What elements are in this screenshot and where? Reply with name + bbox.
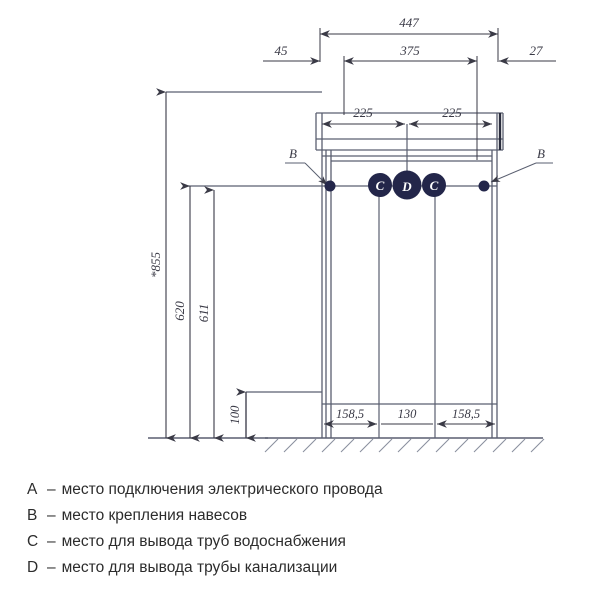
dimension-height-100: 100 [228,388,256,442]
dimension-375-label: 375 [399,43,420,58]
legend-item-a: A – место подключения электрического про… [27,477,587,503]
dimension-center-right: 225 [409,105,492,128]
dimension-611-label: 611 [196,304,211,323]
legend-dash-b: – [47,507,56,524]
legend-dash-d: – [47,559,56,576]
dimension-225-right-label: 225 [442,105,462,120]
legend-item-c: C – место для вывода труб водоснабжения [27,529,587,555]
floor-hatching [148,437,545,453]
callout-b-left: B [285,146,328,186]
marker-c-right-letter: C [430,178,439,193]
dimension-158-5-right-label: 158,5 [452,407,480,421]
legend-item-d: D – место для вывода трубы канализации [27,555,587,581]
dimension-overall-height: *855 [148,88,176,442]
dimension-620-label: 620 [172,301,187,321]
dimension-45-label: 45 [275,43,289,58]
legend-key-b: B [27,507,38,524]
dimension-bottom-right: 158,5 [437,407,495,428]
legend-text-a: место подключения электрического провода [61,481,383,498]
dimension-height-620: 620 [172,182,200,442]
dimension-bottom-left: 158,5 [324,407,377,428]
dimension-130-label: 130 [398,407,418,421]
dimension-225-left-label: 225 [353,105,373,120]
marker-c-right: C [422,173,446,197]
dimension-height-611: 611 [196,186,224,442]
legend-key-c: C [27,533,39,550]
marker-d-center-letter: D [401,179,412,194]
legend-item-b: B – место крепления навесов [27,503,587,529]
dimension-158-5-left-label: 158,5 [336,407,364,421]
marker-c-left-letter: C [376,178,385,193]
dimension-total-width: 447 [319,15,499,62]
dimension-center-left: 225 [322,105,405,128]
legend-text-c: место для вывода труб водоснабжения [61,533,346,550]
legend-dash-c: – [47,533,56,550]
dimension-855-label: *855 [148,252,163,279]
legend-text-b: место крепления навесов [61,507,248,524]
marker-d-center: D [392,170,422,200]
dimension-bottom-center: 130 [381,407,433,425]
legend-text-d: место для вывода трубы канализации [61,559,338,576]
dimension-inner-width: 375 [343,43,478,160]
mount-point-right [478,180,490,192]
dimension-447-label: 447 [399,15,419,30]
dimension-right-offset: 27 [499,43,556,65]
dimension-100-label: 100 [228,405,242,425]
callout-b-right-label: B [537,146,545,161]
cabinet-body [245,112,504,438]
callout-b-right: B [490,146,553,183]
dimension-27-label: 27 [530,43,544,58]
mount-point-left [324,180,336,192]
legend-dash-a: – [47,481,56,498]
legend: A – место подключения электрического про… [27,477,587,581]
callout-b-left-label: B [289,146,297,161]
legend-key-a: A [27,481,38,498]
dimension-left-offset: 45 [263,43,320,65]
legend-key-d: D [27,559,39,576]
marker-c-left: C [368,173,392,197]
